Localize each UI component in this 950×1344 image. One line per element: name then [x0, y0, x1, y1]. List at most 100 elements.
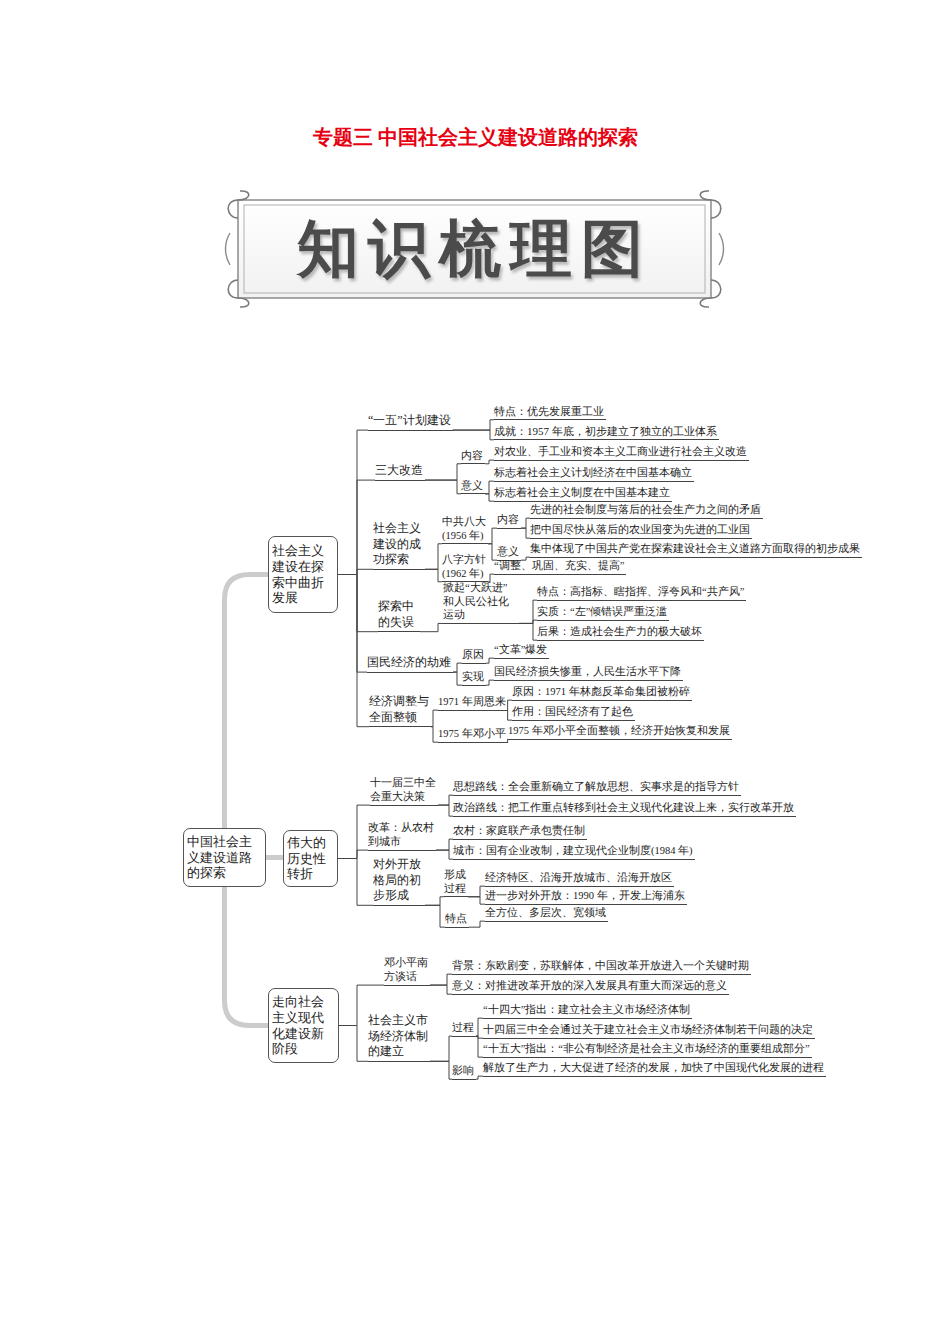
- bracket-connector: [519, 623, 537, 640]
- branch-text: 社会主义建设的成功探索: [373, 521, 425, 570]
- branch-text: 1971 年周恩来: [438, 695, 508, 711]
- node-text: 成就：1957 年底，初步建立了独立的工业体系: [494, 424, 717, 438]
- leaf-text: 标志着社会主义制度在中国基本建立: [494, 486, 672, 502]
- bracket-connector: [338, 480, 375, 574]
- leaf-text: 农村：家庭联产承包责任制: [453, 824, 587, 840]
- branch-text: 特点: [445, 912, 469, 928]
- leaf-text: “十四大”指出：建立社会主义市场经济体制: [483, 1003, 692, 1019]
- topic-box: 伟大的历史性转折: [283, 830, 338, 887]
- leaf-text: “十五大”指出：“非公有制经济是社会主义市场经济的重要组成部分”: [483, 1042, 812, 1058]
- node-text: 后果：造成社会生产力的极大破坏: [537, 625, 702, 639]
- bracket-connector: [436, 839, 453, 850]
- node-text: 改革：从农村到城市: [368, 820, 434, 849]
- bracket-connector: [430, 1036, 452, 1061]
- node-text: 邓小平南方谈话: [384, 955, 428, 984]
- root-box: 中国社会主义建设道路的探索: [183, 828, 266, 887]
- branch-text: 三大改造: [375, 463, 425, 481]
- branch-text: 掀起“大跃进”和人民公社化运动: [443, 581, 519, 624]
- leaf-text: 后果：造成社会生产力的极大破坏: [537, 625, 704, 641]
- node-text: 社会主义建设在探索中曲折发展: [272, 543, 334, 605]
- node-text: “十五大”指出：“非公有制经济是社会主义市场经济的重要组成部分”: [483, 1042, 810, 1056]
- leaf-text: 意义：对推进改革开放的深入发展具有重大而深远的意义: [452, 979, 729, 995]
- node-text: 原因: [462, 648, 484, 662]
- bracket-connector: [453, 672, 462, 685]
- bracket-connector: [430, 985, 452, 994]
- bracket-connector: [453, 663, 462, 672]
- node-text: 原因：1971 年林彪反革命集团被粉碎: [512, 685, 690, 699]
- leaf-text: 标志着社会主义计划经济在中国基本确立: [494, 466, 694, 482]
- branch-text: 内容: [497, 513, 521, 529]
- leaf-text: 背景：东欧剧变，苏联解体，中国改革开放进入一个关键时期: [452, 959, 751, 975]
- node-text: 伟大的历史性转折: [287, 835, 334, 882]
- node-text: 意义：对推进改革开放的深入发展具有重大而深远的意义: [452, 979, 727, 993]
- leaf-text: 对农业、手工业和资本主义工商业进行社会主义改造: [494, 445, 749, 461]
- leaf-text: 1975 年邓小平全面整顿，经济开始恢复和发展: [508, 724, 732, 740]
- node-text: 对农业、手工业和资本主义工商业进行社会主义改造: [494, 445, 747, 459]
- bracket-connector: [436, 850, 453, 859]
- branch-text: 十一届三中全会重大决策: [370, 775, 438, 806]
- node-text: 经济特区、沿海开放城市、沿海开放区: [485, 871, 672, 885]
- leaf-text: 十四届三中全会通过关于建立社会主义市场经济体制若干问题的决定: [483, 1023, 815, 1039]
- node-text: 特点: [445, 912, 467, 926]
- node-text: 思想路线：全会重新确立了解放思想、实事求是的指导方针: [453, 780, 739, 794]
- bracket-connector: [425, 544, 442, 570]
- node-text: 实现: [462, 670, 484, 684]
- node-text: 作用：国民经济有了起色: [512, 705, 633, 719]
- branch-text: “一五”计划建设: [368, 413, 453, 431]
- branch-text: 实现: [462, 670, 486, 686]
- branch-text: 国民经济的劫难: [367, 655, 453, 673]
- node-text: 内容: [497, 513, 519, 527]
- leaf-text: 城市：国有企业改制，建立现代企业制度(1984 年): [453, 844, 695, 860]
- bracket-connector: [425, 464, 461, 480]
- node-text: 内容: [461, 448, 483, 462]
- bracket-connector: [476, 1036, 483, 1057]
- bracket-connector: [338, 859, 373, 906]
- node-text: 把中国尽快从落后的农业国变为先进的工业国: [530, 523, 750, 537]
- trunk-connector: [266, 855, 283, 860]
- branch-text: 过程: [452, 1021, 476, 1037]
- trunk-connector: [225, 575, 269, 829]
- node-text: 1975 年邓小平全面整顿，经济开始恢复和发展: [508, 724, 730, 738]
- leaf-text: 特点：高指标、瞎指挥、浮夸风和“共产风”: [537, 585, 746, 601]
- node-text: 1975 年邓小平: [438, 727, 506, 741]
- node-text: 标志着社会主义计划经济在中国基本确立: [494, 466, 692, 480]
- banner-label: 知识梳理图: [297, 212, 652, 285]
- bracket-connector: [339, 1026, 368, 1062]
- node-text: 探索中的失误: [378, 599, 418, 630]
- leaf-text: 成就：1957 年底，初步建立了独立的工业体系: [494, 424, 719, 440]
- banner-text: 知识梳理图: [222, 196, 727, 302]
- branch-text: 意义: [461, 478, 485, 494]
- bracket-connector: [438, 795, 453, 805]
- bracket-connector: [420, 623, 443, 631]
- bracket-connector: [521, 528, 530, 538]
- branch-text: 1975 年邓小平: [438, 727, 508, 743]
- node-text: 实质：“左”倾错误严重泛滥: [537, 605, 667, 619]
- bracket-connector: [338, 575, 367, 673]
- node-text: “调整、巩固、充实、提高”: [494, 559, 624, 573]
- bracket-connector: [488, 528, 497, 544]
- bracket-connector: [431, 727, 438, 742]
- bracket-connector: [425, 905, 445, 927]
- bracket-connector: [338, 575, 378, 632]
- leaf-text: 集中体现了中国共产党在探索建设社会主义道路方面取得的初步成果: [530, 542, 862, 558]
- node-text: 意义: [461, 478, 483, 492]
- bracket-connector: [338, 850, 368, 858]
- leaf-text: 全方位、多层次、宽领域: [485, 906, 608, 922]
- branch-text: 改革：从农村到城市: [368, 820, 436, 851]
- node-text: 对外开放格局的初步形成: [373, 857, 423, 904]
- branch-text: 八字方针 (1962 年): [442, 553, 488, 582]
- bracket-connector: [453, 420, 494, 430]
- leaf-text: “调整、巩固、充实、提高”: [494, 559, 626, 575]
- bracket-connector: [486, 658, 494, 663]
- node-text: 城市：国有企业改制，建立现代企业制度(1984 年): [453, 844, 693, 858]
- branch-text: 探索中的失误: [378, 599, 420, 632]
- branch-text: 影响: [452, 1064, 476, 1080]
- node-text: 中国社会主义建设道路的探索: [187, 834, 262, 881]
- leaf-text: 政治路线：把工作重点转移到社会主义现代化建设上来，实行改革开放: [453, 801, 796, 817]
- leaf-text: 先进的社会制度与落后的社会生产力之间的矛盾: [530, 503, 763, 519]
- node-text: 影响: [452, 1064, 474, 1078]
- topic-box: 社会主义建设在探索中曲折发展: [268, 536, 338, 613]
- bracket-connector: [485, 460, 494, 464]
- bracket-connector: [338, 575, 369, 727]
